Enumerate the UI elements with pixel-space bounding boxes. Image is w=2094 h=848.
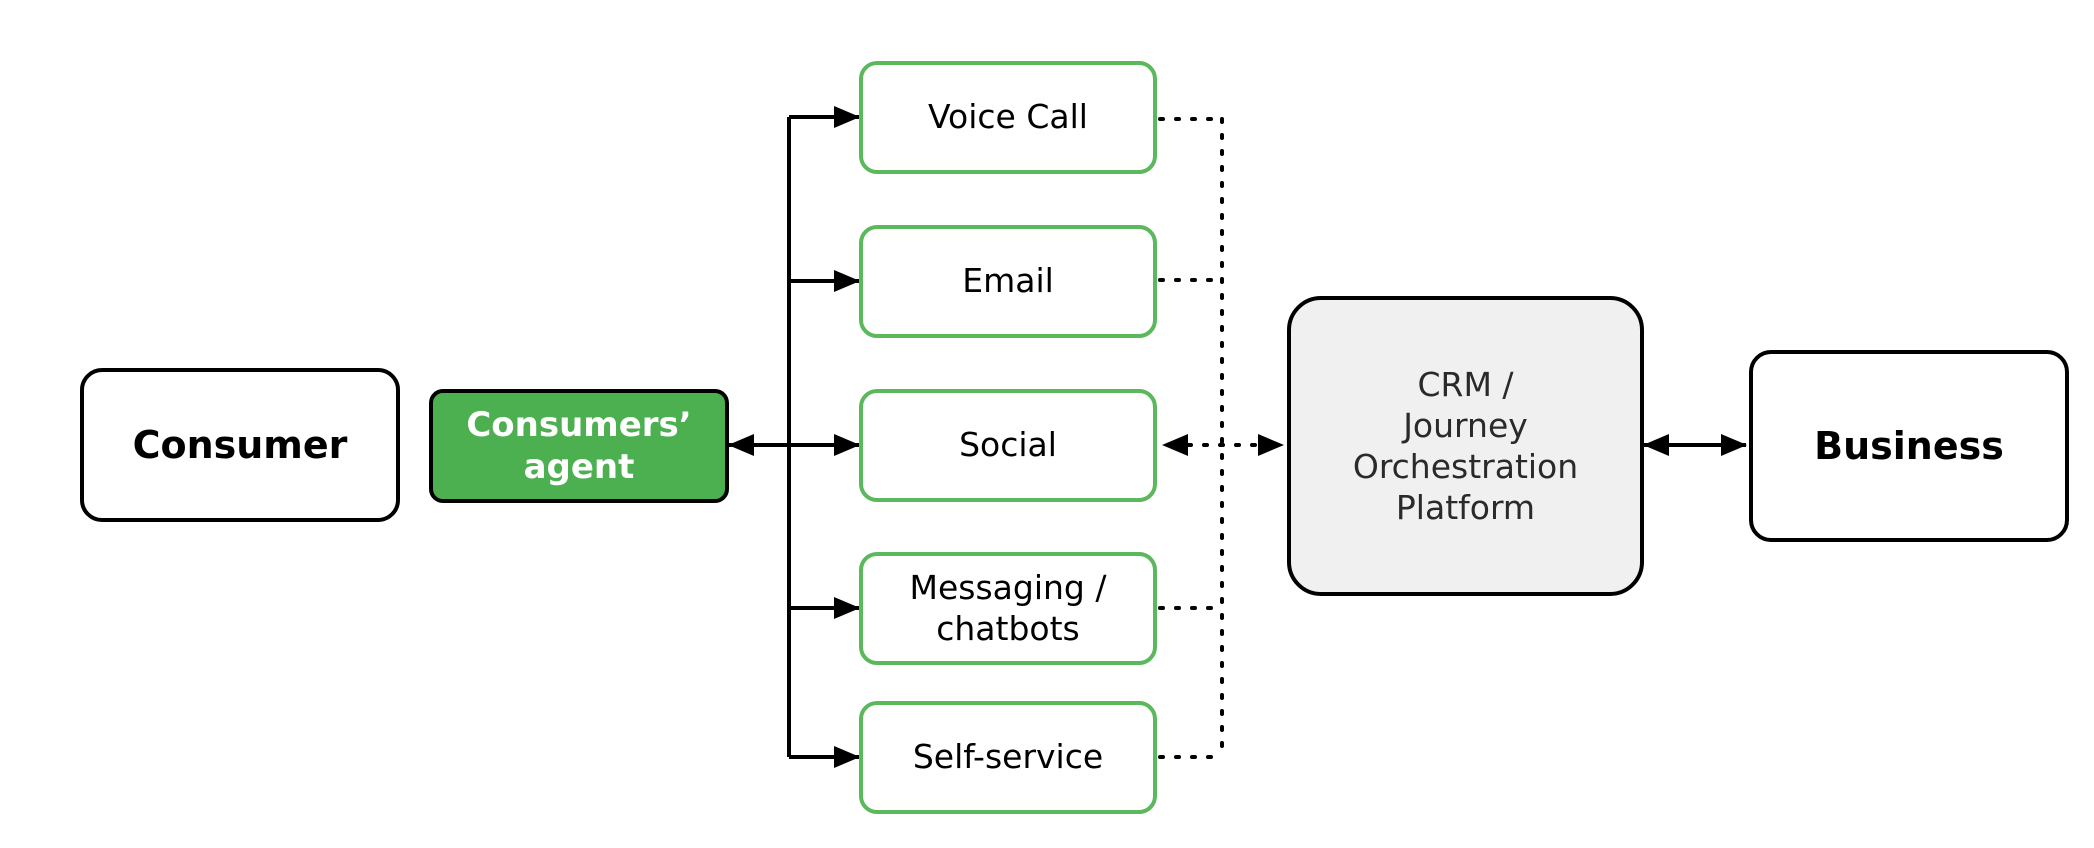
channel-label: Self-service xyxy=(912,737,1104,777)
consumer-box: Consumer xyxy=(80,368,400,522)
business-label: Business xyxy=(1814,424,2004,468)
business-box: Business xyxy=(1749,350,2069,542)
channel-email: Email xyxy=(859,225,1157,338)
crm-journey-platform-box: CRM / Journey Orchestration Platform xyxy=(1287,296,1644,596)
channel-self-service: Self-service xyxy=(859,701,1157,814)
channel-messaging-chatbots: Messaging / chatbots xyxy=(859,552,1157,665)
consumer-label: Consumer xyxy=(132,423,348,467)
channel-label: Email xyxy=(962,261,1054,301)
consumers-agent-box: Consumers’ agent xyxy=(429,389,729,503)
channel-label: Voice Call xyxy=(928,97,1088,137)
consumers-agent-label: Consumers’ agent xyxy=(466,404,692,488)
platform-label: CRM / Journey Orchestration Platform xyxy=(1352,364,1579,528)
channel-social: Social xyxy=(859,389,1157,502)
channel-label: Messaging / chatbots xyxy=(909,568,1107,648)
channel-voice-call: Voice Call xyxy=(859,61,1157,174)
dotted-arrowhead-to-social xyxy=(1162,434,1188,456)
channel-label: Social xyxy=(959,425,1057,465)
dotted-arrowhead-to-platform xyxy=(1258,434,1284,456)
